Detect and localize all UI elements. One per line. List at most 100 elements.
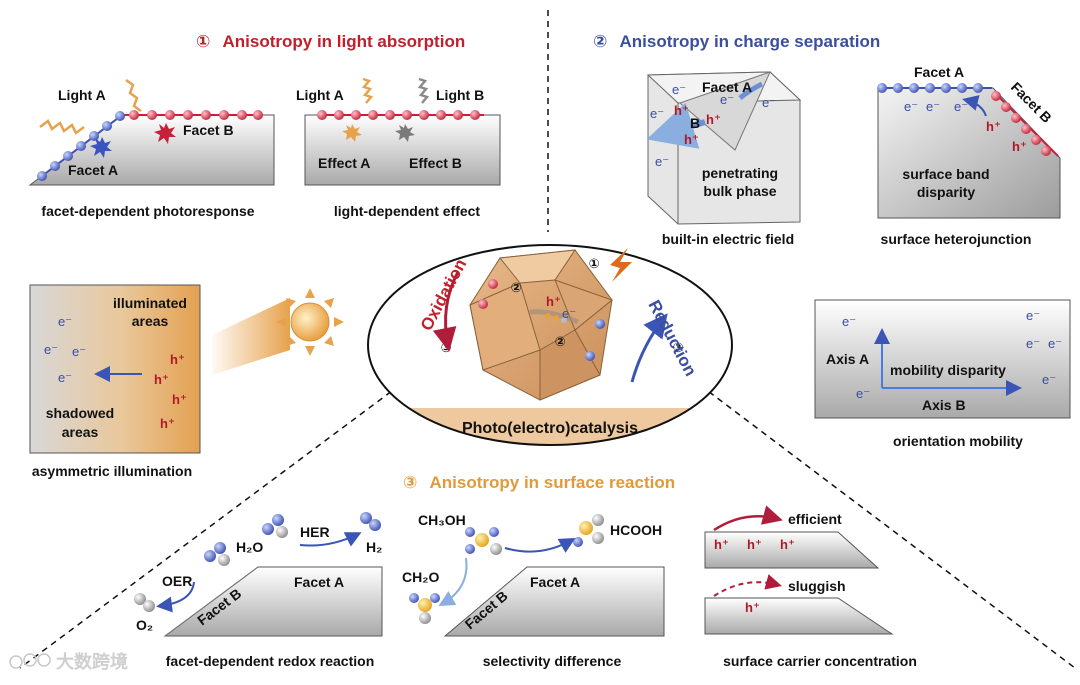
marker-two: ② (554, 334, 565, 349)
electron-symbol: e⁻ (856, 386, 870, 401)
hole-symbol: h⁺ (170, 352, 185, 367)
caption-orientation-mobility: orientation mobility (893, 433, 1023, 449)
hole-symbol: h⁺ (684, 132, 699, 147)
hole-symbol: h⁺ (172, 392, 187, 407)
mobility-disparity-label: mobility disparity (890, 362, 1006, 378)
panel-heterojunction: e⁻ e⁻ e⁻ h⁺ h⁺ Facet A Facet B surface b… (877, 64, 1061, 247)
electron-symbol: e⁻ (58, 370, 72, 385)
hole-symbol: h⁺ (546, 294, 561, 309)
hole-symbol: h⁺ (706, 112, 721, 127)
oxidation-arrow-icon (432, 271, 460, 352)
facet-b-atoms (991, 91, 1051, 156)
h2-label: H₂ (366, 539, 382, 555)
panel-orientation-mobility: e⁻ e⁻ e⁻ e⁻ e⁻ e⁻ Axis A mobility dispar… (814, 299, 1071, 449)
her-arrow-icon (299, 532, 362, 547)
panel-asymmetric-illumination: e⁻ e⁻ e⁻ e⁻ h⁺ h⁺ h⁺ h⁺ illuminated area… (29, 284, 344, 479)
hole-symbol: h⁺ (154, 372, 169, 387)
formic-acid-molecule-icon (573, 514, 604, 547)
water-molecule-icon (262, 514, 288, 538)
marker-one: ① (588, 256, 599, 271)
field-note-line2: bulk phase (703, 183, 776, 199)
section-title-surface-reaction: ③ Anisotropy in surface reaction (403, 473, 675, 492)
heterojunction-note-line2: disparity (917, 184, 976, 200)
hole-symbol: h⁺ (745, 600, 760, 615)
wavy-light-icon (39, 119, 85, 135)
electron-symbol: e⁻ (720, 92, 734, 107)
burst-blue-icon (90, 137, 112, 158)
ch2o-label: CH₂O (402, 569, 439, 585)
caption-builtin-field: built-in electric field (662, 231, 794, 247)
ch3oh-label: CH₃OH (418, 512, 466, 528)
facet-b-label: B (690, 115, 700, 131)
panel-selectivity: CH₃OH HCOOH CH₂O Facet A Facet B selecti… (402, 512, 665, 669)
efficient-arrow-icon (713, 505, 783, 532)
light-a-label: Light A (58, 87, 106, 103)
hole-symbol: h⁺ (714, 537, 729, 552)
wavy-light-b-icon (417, 77, 430, 104)
caption-light-effect: light-dependent effect (334, 203, 481, 219)
electron-symbol: e⁻ (1026, 336, 1040, 351)
caption-selectivity: selectivity difference (483, 653, 622, 669)
selective-arrow-icon (504, 538, 576, 553)
hole-symbol: h⁺ (747, 537, 762, 552)
facet-a-atoms (877, 83, 983, 93)
hcooh-label: HCOOH (610, 522, 662, 538)
illuminated-label-line1: illuminated (113, 295, 187, 311)
field-arrow-icon (646, 102, 706, 149)
sun-icon (276, 288, 344, 356)
electron-symbol: e⁻ (650, 106, 664, 121)
shadowed-label-line1: shadowed (46, 405, 114, 421)
her-label: HER (300, 524, 330, 540)
hole-symbol: h⁺ (674, 103, 689, 118)
effect-b-label: Effect B (409, 155, 462, 171)
electron-symbol: e⁻ (904, 99, 918, 114)
caption-heterojunction: surface heterojunction (881, 231, 1032, 247)
panel-facet-photoresponse: Light A Facet B Facet A facet-dependent … (28, 78, 275, 219)
oxygen-molecule-icon (134, 593, 155, 612)
caption-carrier-concentration: surface carrier concentration (723, 653, 917, 669)
panel-light-effect: Light A Light B Effect A Effect B light-… (296, 77, 501, 219)
facet-a-label: Facet A (530, 574, 580, 590)
methanol-molecule-icon (465, 527, 502, 555)
hole-symbol: h⁺ (986, 119, 1001, 134)
burst-gray-icon (395, 124, 415, 142)
electron-symbol: e⁻ (655, 154, 669, 169)
facet-b-label: Facet B (183, 122, 234, 138)
electron-symbol: e⁻ (1026, 308, 1040, 323)
light-a-label: Light A (296, 87, 344, 103)
electron-symbol: e⁻ (562, 306, 576, 321)
lightning-icon (610, 248, 632, 282)
caption-redox: facet-dependent redox reaction (166, 653, 375, 669)
electron-symbol: e⁻ (44, 342, 58, 357)
electron-symbol: e⁻ (58, 314, 72, 329)
burst-orange-icon (342, 124, 362, 142)
surface-atoms (317, 110, 480, 120)
crystal-icon (469, 249, 614, 401)
formaldehyde-molecule-icon (409, 593, 440, 624)
shadowed-label-line2: areas (62, 424, 99, 440)
panel-carrier-concentration: h⁺ h⁺ h⁺ h⁺ efficient sluggish surface c… (704, 505, 917, 669)
facet-a-label: Facet A (914, 64, 964, 80)
transfer-arrow-icon (962, 95, 987, 117)
facet-b-atoms (129, 110, 263, 120)
electron-symbol: e⁻ (842, 314, 856, 329)
o2-label: O₂ (136, 617, 153, 633)
facet-a-label: Facet A (294, 574, 344, 590)
heterojunction-note-line1: surface band (902, 166, 989, 182)
field-note-line1: penetrating (702, 165, 778, 181)
facet-a-label: Facet A (68, 162, 118, 178)
axis-b-label: Axis B (922, 397, 966, 413)
electron-symbol: e⁻ (1048, 336, 1062, 351)
section-title-light-absorption: ① Anisotropy in light absorption (196, 32, 465, 51)
photocatalysis-label: Photo(electro)catalysis (462, 420, 638, 437)
axis-a-label: Axis A (826, 351, 869, 367)
electron-symbol: e⁻ (72, 344, 86, 359)
hole-symbol: h⁺ (160, 416, 175, 431)
wavy-light-a-icon (361, 77, 374, 104)
watermark: 大数跨境 (9, 651, 128, 672)
facet-a-label: Facet A (702, 79, 752, 95)
watermark-logo-icon (9, 655, 23, 669)
electron-symbol: e⁻ (762, 95, 776, 110)
